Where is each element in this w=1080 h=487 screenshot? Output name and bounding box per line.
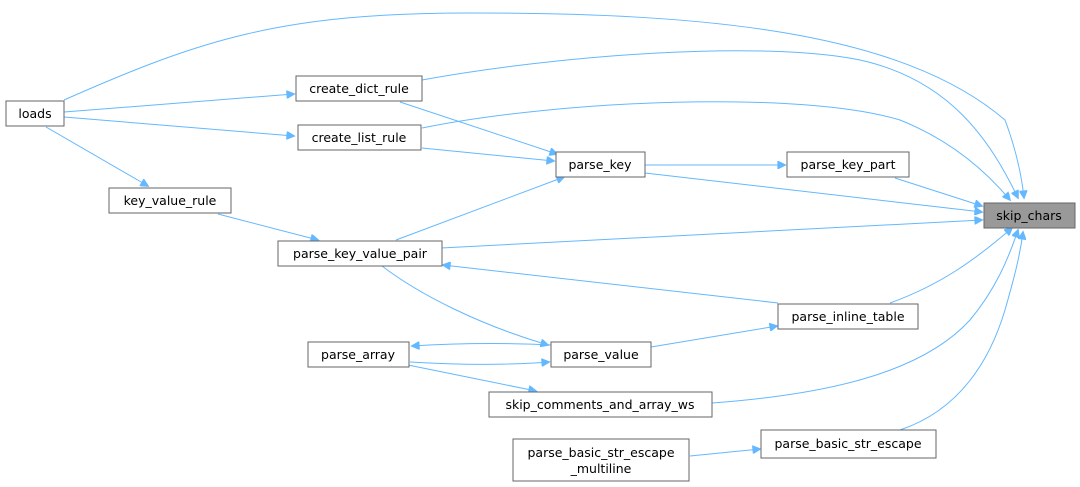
edge-loads-skip-chars — [63, 12, 1024, 198]
edge-parse-inline-table-parse-key-value-pair — [443, 265, 779, 304]
edge-parse-array-skip-comments-and-array-ws — [407, 364, 536, 391]
node-label-multiline-line2: _multiline — [570, 461, 632, 476]
node-parse-key-part[interactable]: parse_key_part — [786, 151, 910, 178]
edge-key-value-rule-parse-key-value-pair — [217, 213, 318, 240]
node-parse-key[interactable]: parse_key — [555, 151, 646, 178]
node-key-value-rule[interactable]: key_value_rule — [108, 187, 232, 214]
edge-parse-key-value-pair-parse-value — [381, 265, 548, 345]
node-label-skip-chars: skip_chars — [996, 208, 1062, 223]
edge-create-list-rule-skip-chars — [421, 101, 1010, 200]
node-parse-value[interactable]: parse_value — [550, 341, 652, 368]
edge-create-dict-rule-skip-chars — [421, 50, 1018, 198]
node-parse-inline-table[interactable]: parse_inline_table — [777, 303, 919, 330]
node-label-key-value-rule: key_value_rule — [124, 193, 217, 208]
node-skip-comments-and-array-ws[interactable]: skip_comments_and_array_ws — [488, 391, 713, 418]
edge-layer — [45, 12, 1024, 457]
edge-loads-key-value-rule — [45, 126, 148, 186]
node-parse-array[interactable]: parse_array — [307, 341, 410, 368]
edge-parse-value-parse-array — [412, 344, 554, 346]
edge-skip-comments-skip-chars — [711, 230, 1018, 404]
node-create-list-rule[interactable]: create_list_rule — [297, 124, 422, 151]
node-label-multiline-line1: parse_basic_str_escape — [527, 445, 674, 460]
node-label-parse-key: parse_key — [568, 157, 632, 172]
edge-loads-create-list-rule — [63, 116, 294, 136]
edge-parse-basic-str-escape-skip-chars — [899, 232, 1023, 431]
node-label-loads: loads — [18, 106, 51, 121]
edge-parse-key-part-skip-chars — [894, 177, 982, 206]
node-label-parse-basic-str-escape: parse_basic_str_escape — [774, 436, 921, 451]
node-create-dict-rule[interactable]: create_dict_rule — [295, 75, 423, 102]
edge-create-list-rule-parse-key — [421, 147, 554, 161]
node-label-parse-value: parse_value — [563, 347, 639, 362]
edge-multiline-parse-basic-str-escape — [689, 449, 760, 457]
node-skip-chars[interactable]: skip_chars — [983, 202, 1076, 229]
node-label-parse-array: parse_array — [321, 347, 396, 362]
edge-parse-array-parse-value — [409, 362, 549, 364]
node-label-create-list-rule: create_list_rule — [312, 130, 407, 145]
node-label-skip-comments-and-array-ws: skip_comments_and_array_ws — [505, 397, 694, 412]
edge-create-dict-rule-parse-key — [399, 101, 557, 154]
edge-parse-key-skip-chars — [644, 172, 982, 212]
edge-parse-key-value-pair-skip-chars — [440, 220, 982, 249]
node-parse-basic-str-escape[interactable]: parse_basic_str_escape — [760, 429, 937, 459]
edge-parse-value-parse-inline-table — [650, 326, 777, 348]
node-parse-basic-str-escape-multiline[interactable]: parse_basic_str_escape _multiline — [512, 438, 690, 482]
node-loads[interactable]: loads — [5, 100, 65, 127]
node-layer: loads create_dict_rule create_list_rule … — [5, 75, 1076, 482]
node-label-create-dict-rule: create_dict_rule — [309, 81, 409, 96]
node-label-parse-key-part: parse_key_part — [801, 157, 896, 172]
edge-loads-create-dict-rule — [63, 94, 294, 113]
node-parse-key-value-pair[interactable]: parse_key_value_pair — [277, 240, 443, 267]
node-label-parse-inline-table: parse_inline_table — [791, 309, 904, 324]
edge-parse-inline-table-skip-chars — [889, 228, 1012, 304]
edge-parse-key-value-pair-parse-key — [395, 177, 564, 241]
node-label-parse-key-value-pair: parse_key_value_pair — [293, 246, 428, 261]
